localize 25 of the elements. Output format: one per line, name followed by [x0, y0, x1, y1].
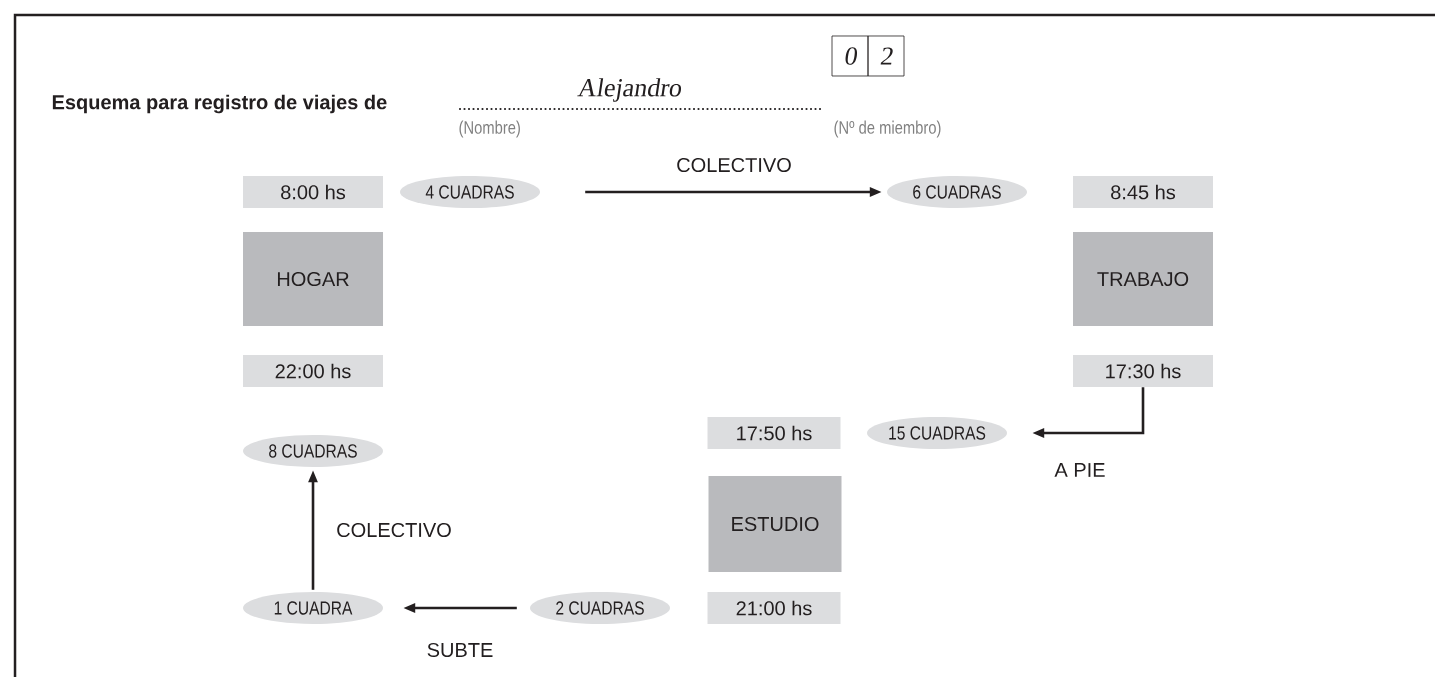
digit-cell: 2 — [867, 35, 905, 77]
distance-oval: 8 CUADRAS — [243, 435, 383, 467]
time-box: 17:50 hs — [707, 417, 841, 449]
field-caption: (Nombre) — [459, 120, 520, 138]
edge-label: SUBTE — [425, 641, 495, 659]
time-box: 8:00 hs — [243, 176, 383, 208]
place-box: TRABAJO — [1073, 232, 1213, 326]
distance-oval: 6 CUADRAS — [887, 176, 1027, 208]
edge-label: COLECTIVO — [675, 156, 793, 174]
title: Esquema para registro de viajes de — [52, 94, 387, 114]
distance-oval: 2 CUADRAS — [530, 592, 670, 624]
distance-oval: 1 CUADRA — [243, 592, 383, 624]
time-box: 22:00 hs — [243, 355, 383, 387]
place-box: ESTUDIO — [708, 476, 842, 572]
distance-oval: 15 CUADRAS — [867, 417, 1007, 449]
digit-cell: 0 — [831, 35, 869, 77]
place-box: HOGAR — [243, 232, 383, 326]
edge-label: COLECTIVO — [335, 521, 453, 539]
time-box: 21:00 hs — [707, 592, 841, 624]
edge-label: A PIE — [1053, 462, 1107, 478]
field-caption: (Nº de miembro) — [834, 120, 941, 138]
handwritten-name: Alejandro — [577, 78, 682, 102]
time-box: 17:30 hs — [1073, 355, 1213, 387]
time-box: 8:45 hs — [1073, 176, 1213, 208]
distance-oval: 4 CUADRAS — [400, 176, 540, 208]
